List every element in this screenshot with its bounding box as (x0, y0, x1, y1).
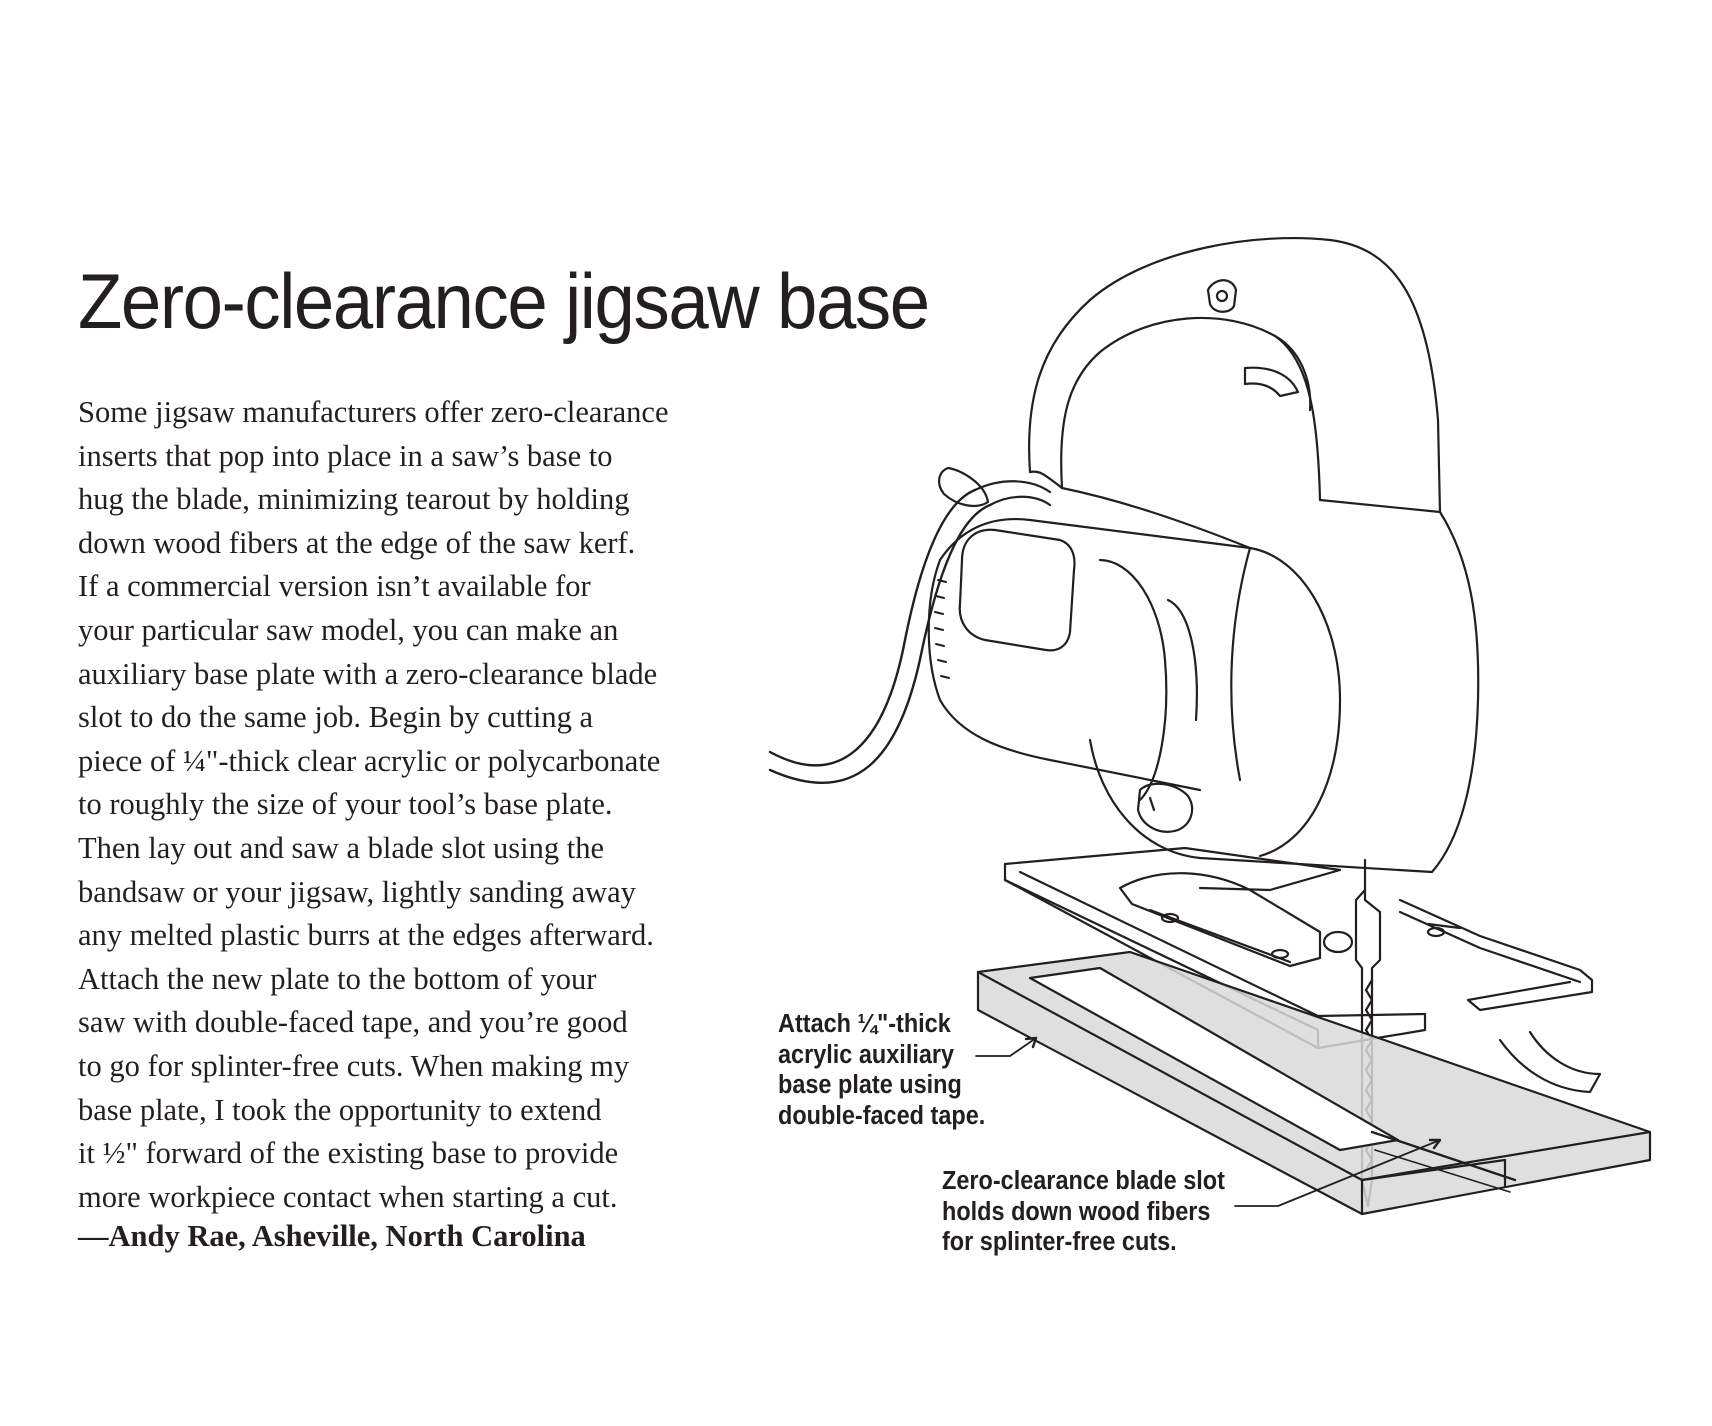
body-line: bandsaw or your jigsaw, lightly sanding … (78, 874, 636, 909)
callout-blade-slot: Zero-clearance blade slot holds down woo… (942, 1166, 1225, 1258)
body-line: your particular saw model, you can make … (78, 612, 619, 647)
callout-line: acrylic auxiliary (778, 1040, 955, 1069)
body-line: more workpiece contact when starting a c… (78, 1179, 618, 1214)
callout-line: base plate using (778, 1071, 962, 1099)
body-line: hug the blade, minimizing tearout by hol… (78, 482, 630, 517)
body-line: Some jigsaw manufacturers offer zero-cle… (78, 395, 669, 429)
callout-line: double-faced tape. (778, 1101, 986, 1130)
callout-line: for splinter-free cuts. (942, 1228, 1177, 1256)
body-line: any melted plastic burrs at the edges af… (78, 918, 654, 953)
author-byline: —Andy Rae, Asheville, North Carolina (78, 1219, 586, 1253)
body-line: saw with double-faced tape, and you’re g… (78, 1005, 628, 1040)
body-line: If a commercial version isn’t available … (78, 569, 591, 604)
body-line: base plate, I took the opportunity to ex… (78, 1092, 602, 1127)
motor-body (927, 486, 1480, 874)
callout-line: Attach ¼"-thick (778, 1010, 951, 1038)
saw-handle (1028, 236, 1442, 514)
callout-line: Zero-clearance blade slot (942, 1167, 1225, 1195)
body-line: to roughly the size of your tool’s base … (78, 787, 613, 822)
callout-line: holds down wood fibers (942, 1197, 1211, 1226)
acrylic-base-plate (976, 950, 1652, 1216)
body-line: Attach the new plate to the bottom of yo… (78, 961, 597, 996)
power-cord (768, 466, 1052, 785)
bevel-knob (1136, 782, 1194, 833)
body-line: it ½" forward of the existing base to pr… (78, 1136, 619, 1171)
callout-leaders (975, 1036, 1442, 1207)
body-line: Then lay out and saw a blade slot using … (78, 830, 605, 865)
vent-slots (934, 579, 950, 679)
body-line: to go for splinter-free cuts. When makin… (78, 1048, 630, 1083)
body-line: slot to do the same job. Begin by cuttin… (78, 700, 594, 735)
article-body: Some jigsaw manufacturers offer zero-cle… (78, 391, 758, 1219)
callout-acrylic-plate: Attach ¼"-thick acrylic auxiliary base p… (778, 1009, 985, 1131)
body-line: auxiliary base plate with a zero-clearan… (78, 656, 658, 691)
article-title: Zero-clearance jigsaw base (78, 257, 930, 345)
body-line: piece of ¼"-thick clear acrylic or polyc… (78, 743, 661, 778)
body-line: inserts that pop into place in a saw’s b… (78, 438, 613, 473)
body-line: down wood fibers at the edge of the saw … (78, 525, 636, 560)
